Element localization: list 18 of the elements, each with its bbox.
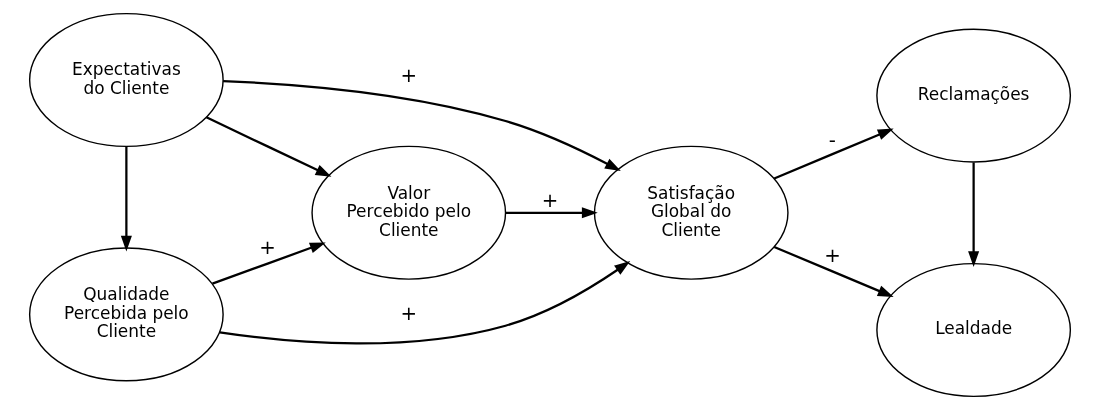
edge-label: - [828, 128, 836, 152]
arrow [211, 242, 326, 285]
edge-label: + [258, 236, 276, 259]
node-ellipse: Qualidade Percebida pelo Cliente [28, 247, 224, 382]
edge-label: + [541, 189, 558, 213]
arrow [219, 261, 630, 345]
node-ellipse: Expectativas do Cliente [28, 12, 224, 148]
edge-label: + [823, 244, 841, 268]
arrow [773, 128, 894, 180]
arrow [222, 79, 621, 172]
arrow [205, 116, 331, 177]
arrow [967, 162, 979, 267]
node-ellipse: Satisfação Global do Cliente [593, 145, 789, 280]
arrow [773, 245, 894, 298]
arrow [120, 147, 132, 252]
arrow [505, 207, 598, 219]
edge-label: + [400, 302, 417, 326]
edge-label: + [400, 63, 417, 87]
